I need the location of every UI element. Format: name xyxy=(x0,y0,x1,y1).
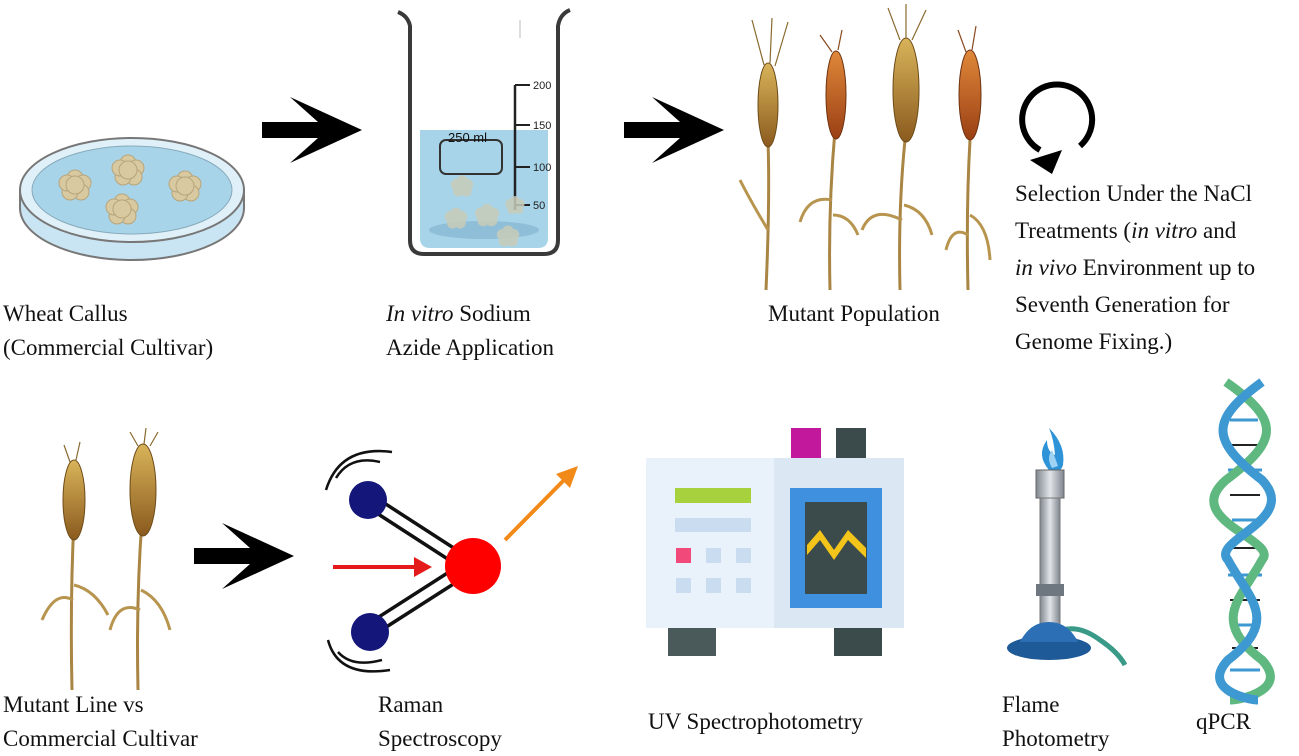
mutant-line-label: Mutant Line vs Commercial Cultivar xyxy=(3,688,198,756)
selection-label-line2b: and xyxy=(1197,218,1237,243)
flame-label: Flame Photometry xyxy=(1002,688,1109,756)
mutant-population-label: Mutant Population xyxy=(768,301,940,326)
flow-arrow xyxy=(262,97,362,163)
callus-label-line1: Wheat Callus xyxy=(3,301,128,326)
flow-arrow xyxy=(624,97,724,163)
qpcr-label: qPCR xyxy=(1196,709,1251,734)
beaker-scale-50: 50 xyxy=(533,200,545,212)
wheat-comparison-icon xyxy=(40,427,172,691)
raman-label: Raman Spectroscopy xyxy=(378,688,502,756)
beaker-scale-100: 100 xyxy=(533,162,551,174)
cycle-arrow-icon xyxy=(1019,81,1096,174)
dna-helix-icon xyxy=(1209,378,1276,705)
selection-label-line2a: Treatments ( xyxy=(1015,218,1132,243)
flame-label-line2: Photometry xyxy=(1002,726,1110,751)
selection-label-line4: Seventh Generation for xyxy=(1015,292,1230,317)
selection-label-line2-italic: in vitro xyxy=(1131,218,1198,243)
callus-label-line2: (Commercial Cultivar) xyxy=(3,335,214,360)
selection-label-line1: Selection Under the NaCl xyxy=(1015,181,1252,206)
raman-molecule-icon xyxy=(324,449,578,673)
selection-label-line3-italic: in vivo xyxy=(1015,255,1077,280)
mutant-line-label-line2: Commercial Cultivar xyxy=(3,726,198,751)
flow-arrow xyxy=(194,523,294,589)
uv-label: UV Spectrophotometry xyxy=(648,709,863,734)
azide-label-rest: Sodium xyxy=(453,301,531,326)
wheat-population-icon xyxy=(738,4,992,291)
bunsen-burner-icon xyxy=(1007,428,1128,667)
beaker-scale-150: 150 xyxy=(533,120,551,132)
mutant-line-label-line1: Mutant Line vs xyxy=(3,692,144,717)
selection-label-line3-rest: Environment up to xyxy=(1076,255,1256,280)
azide-label-line2: Azide Application xyxy=(386,335,554,360)
callus-label: Wheat Callus (Commercial Cultivar) xyxy=(3,297,213,365)
raman-label-line2: Spectroscopy xyxy=(378,726,502,751)
selection-label-line5: Genome Fixing.) xyxy=(1015,329,1173,354)
beaker-volume-label: 250 ml xyxy=(448,130,487,145)
raman-label-line1: Raman xyxy=(378,692,444,717)
spectrophotometer-icon xyxy=(646,428,904,656)
beaker-scale-200: 200 xyxy=(533,80,551,92)
petri-dish-icon xyxy=(19,137,245,261)
flame-label-line1: Flame xyxy=(1002,692,1060,717)
beaker-icon: 250 ml 200 150 100 50 xyxy=(397,8,571,256)
selection-label: Selection Under the NaCl Treatments (in … xyxy=(1015,175,1255,360)
azide-label: In vitro Sodium Azide Application xyxy=(386,297,554,365)
azide-label-italic: In vitro xyxy=(386,301,454,326)
